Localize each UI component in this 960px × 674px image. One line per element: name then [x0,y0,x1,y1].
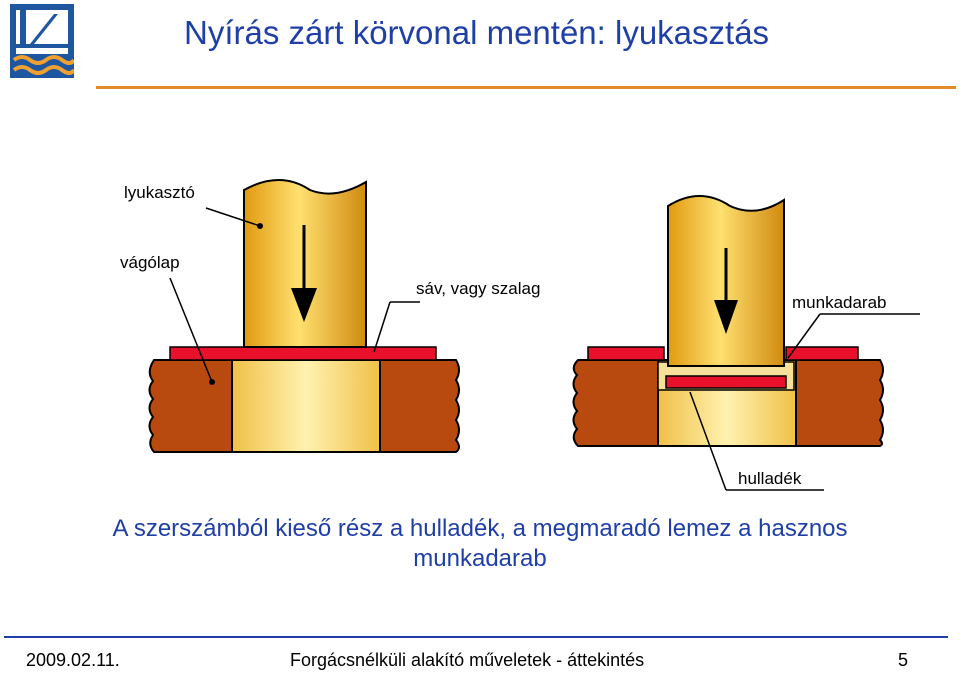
slide-title: Nyírás zárt körvonal mentén: lyukasztás [184,14,770,51]
sheet-strip [169,346,437,361]
label-die: vágólap [120,253,180,272]
die-block-left-2 [572,359,659,447]
label-strip: sáv, vagy szalag [416,279,540,298]
down-arrow-icon-2 [714,300,738,334]
down-arrow-icon [291,288,317,322]
die-block-right [379,359,460,453]
right-assembly: munkadarab hulladék [572,195,920,491]
die-block-left [148,359,233,453]
die-opening [231,359,381,453]
die-block-right-2 [795,359,884,447]
left-assembly: lyukasztó vágólap sáv, vagy szalag [120,179,540,453]
footer-divider [4,636,948,638]
footer-date: 2009.02.11. [26,650,120,670]
slide-caption: A szerszámból kieső rész a hulladék, a m… [0,514,960,574]
label-scrap: hulladék [738,469,802,488]
label-punch: lyukasztó [124,183,195,202]
caption-line-1: A szerszámból kieső rész a hulladék, a m… [112,515,848,542]
slug-piece [665,375,787,389]
caption-line-2: munkadarab [413,545,547,572]
title-underline [96,86,956,89]
sheet-remaining-right [785,346,859,361]
sheet-remaining-left [587,346,665,361]
punching-diagram: lyukasztó vágólap sáv, vagy szalag munka… [120,130,920,510]
label-workpiece: munkadarab [792,293,887,312]
footer-title: Forgácsnélküli alakító műveletek - áttek… [290,650,645,670]
page-number: 5 [898,650,909,670]
institution-logo [10,4,76,78]
